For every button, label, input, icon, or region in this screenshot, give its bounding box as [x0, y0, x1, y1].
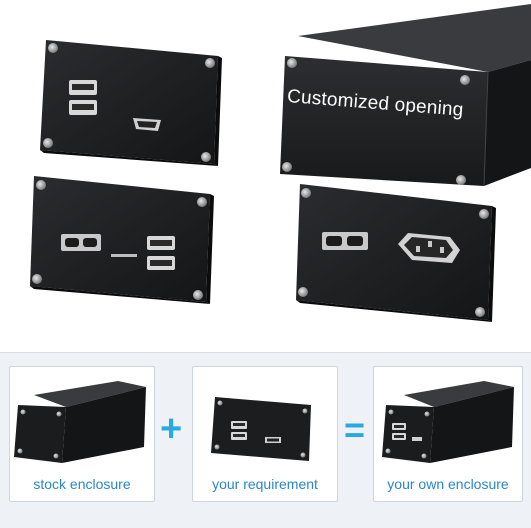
- card-your-own-enclosure: your own enclosure: [373, 366, 523, 502]
- stock-enclosure-image: [14, 381, 146, 463]
- own-enclosure-image: [382, 381, 514, 463]
- equals-sign: =: [344, 409, 366, 450]
- panel-front-usb-hdmi: [40, 40, 222, 166]
- card-stock-enclosure: stock enclosure: [9, 366, 155, 502]
- enclosure-body-customized: [280, 4, 531, 187]
- card-label-own: your own enclosure: [387, 476, 509, 492]
- card-label-requirement: your requirement: [212, 476, 318, 492]
- enclosure-photos: [30, 4, 531, 322]
- card-label-stock: stock enclosure: [33, 476, 131, 492]
- requirement-panel-image: [211, 397, 311, 461]
- section-divider: [0, 352, 531, 353]
- plus-sign: +: [160, 408, 183, 450]
- panel-front-power-iec: [296, 184, 496, 322]
- card-your-requirement: your requirement: [192, 366, 338, 502]
- panel-front-power-sd-usb: [30, 176, 214, 304]
